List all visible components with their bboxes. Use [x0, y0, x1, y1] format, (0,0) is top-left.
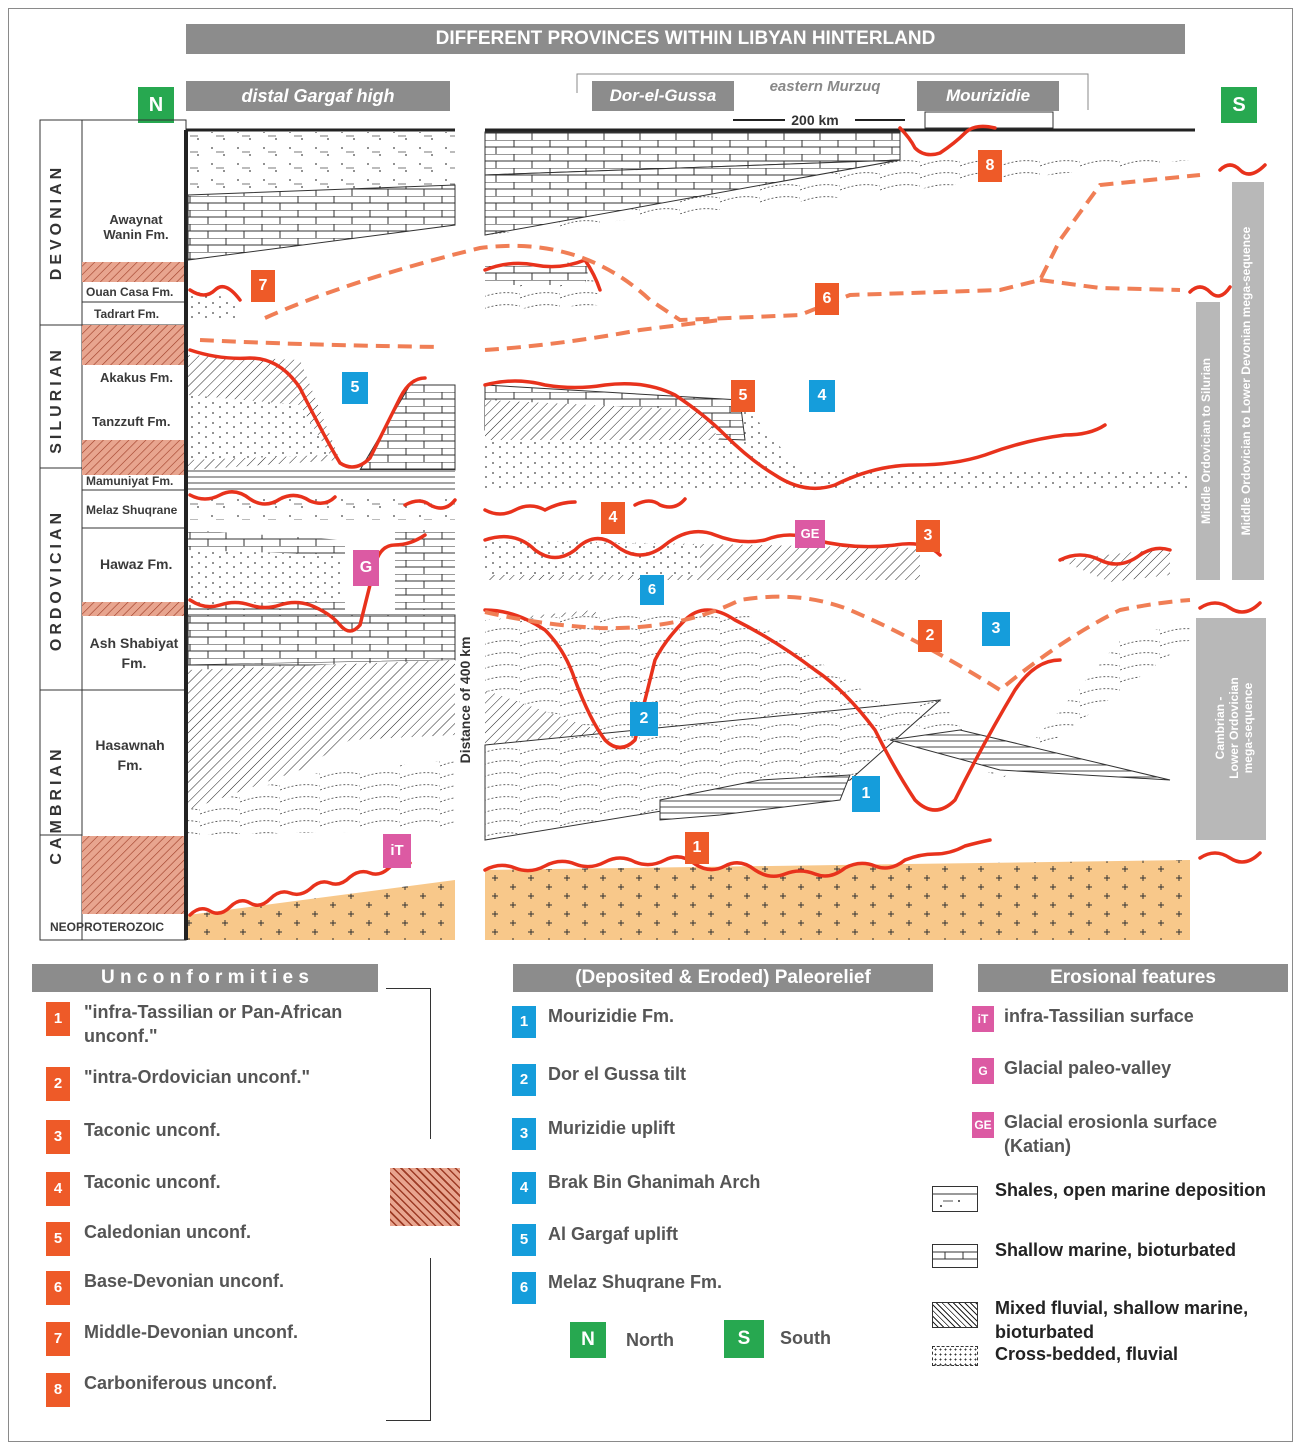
paleo-legend-badge-3: 4 — [512, 1172, 536, 1204]
legend-north-label: North — [626, 1328, 674, 1352]
legend-north-badge: N — [570, 1322, 606, 1358]
megaseq-text-c3: mega-sequence — [1241, 618, 1257, 838]
paleo-legend-label-1: Dor el Gussa tilt — [548, 1062, 908, 1086]
diagram-tag-paleo-5: 5 — [342, 372, 368, 404]
formation-mamuniyat: Mamuniyat Fm. — [86, 474, 173, 488]
formation-melaz-shuqrane: Melaz Shuqrane — [86, 503, 177, 517]
litho-swatch-shale — [932, 1186, 978, 1212]
litho-swatch-shallow — [932, 1244, 978, 1268]
litho-label-cross: Cross-bedded, fluvial — [995, 1342, 1285, 1366]
litho-label-mixed: Mixed fluvial, shallow marine, bioturbat… — [995, 1296, 1290, 1344]
paleo-legend-badge-2: 3 — [512, 1118, 536, 1150]
formation-tadrart: Tadrart Fm. — [94, 307, 159, 321]
formation-hasawnah: Hasawnah Fm. — [90, 735, 170, 775]
erosion-legend-badge-1: G — [972, 1058, 994, 1084]
paleo-legend-label-0: Mourizidie Fm. — [548, 1004, 908, 1028]
litho-swatch-mixed — [932, 1302, 978, 1328]
unconf-legend-label-5: Base-Devonian unconf. — [84, 1269, 404, 1293]
diagram-tag-it: iT — [383, 834, 411, 868]
erosion-legend-label-2: Glacial erosionla surface (Katian) — [1004, 1110, 1284, 1158]
diagram-tag-unconf-4: 4 — [601, 502, 625, 534]
diagram-tag-paleo-3: 3 — [982, 612, 1010, 646]
litho-label-shallow: Shallow marine, bioturbated — [995, 1238, 1285, 1262]
unconf-legend-badge-2: 3 — [46, 1120, 70, 1154]
paleo-legend-label-3: Brak Bin Ghanimah Arch — [548, 1170, 908, 1194]
erosion-legend-badge-2: GE — [972, 1112, 994, 1138]
diagram-tag-paleo-1: 1 — [852, 776, 880, 812]
unconf-legend-label-7: Carboniferous unconf. — [84, 1371, 404, 1395]
formation-akakus: Akakus Fm. — [100, 370, 173, 385]
paleo-legend-badge-1: 2 — [512, 1064, 536, 1096]
diagram-tag-unconf-3: 3 — [916, 520, 940, 552]
legend-south-label: South — [780, 1326, 831, 1350]
megaseq-text-b: Middle Ordovician to Silurian — [1199, 301, 1217, 581]
unconf-legend-badge-0: 1 — [46, 1002, 70, 1036]
diagram-tag-unconf-2: 2 — [918, 620, 942, 652]
diagram-tag-unconf-6: 6 — [815, 283, 839, 315]
diagram-tag-unconf-5: 5 — [731, 380, 755, 412]
unconf-legend-badge-5: 6 — [46, 1271, 70, 1305]
diagram-tag-paleo-2: 2 — [630, 702, 658, 736]
diagram-tag-paleo-4: 4 — [809, 380, 835, 412]
diagram-tag-unconf-1: 1 — [685, 832, 709, 864]
paleo-legend-badge-4: 5 — [512, 1224, 536, 1256]
unconf-legend-badge-1: 2 — [46, 1067, 70, 1101]
unconf-legend-label-6: Middle-Devonian unconf. — [84, 1320, 404, 1344]
formation-ash-shabiyat: Ash Shabiyat Fm. — [86, 633, 182, 673]
litho-swatch-cross — [932, 1346, 978, 1366]
formation-hawaz: Hawaz Fm. — [100, 556, 172, 572]
period-devonian: DEVONIAN — [48, 147, 68, 297]
paleo-legend-badge-5: 6 — [512, 1272, 536, 1304]
diagram-tag-paleo-6: 6 — [640, 575, 664, 605]
erosion-legend-label-1: Glacial paleo-valley — [1004, 1056, 1284, 1080]
unconf-legend-label-0: "infra-Tassilian or Pan-African unconf." — [84, 1000, 404, 1048]
unconf-legend-label-1: "intra-Ordovician unconf." — [84, 1065, 404, 1089]
unconf-legend-label-3: Taconic unconf. — [84, 1170, 404, 1194]
erosion-legend-badge-0: iT — [972, 1006, 994, 1032]
megaseq-text-a: Middle Ordovician to Lower Devonian mega… — [1239, 181, 1257, 581]
distance-label: Distance of 400 km — [457, 637, 473, 764]
diagram-tag-ge: GE — [795, 520, 825, 548]
erosion-legend-label-0: infra-Tassilian surface — [1004, 1004, 1284, 1028]
period-ordovician: ORDOVICIAN — [48, 495, 68, 665]
neoproterozoic-label: NEOPROTEROZOIC — [50, 920, 164, 934]
diagram-tag-g: G — [353, 550, 379, 586]
formation-tanzzuft: Tanzzuft Fm. — [92, 414, 170, 429]
litho-label-shale: Shales, open marine deposition — [995, 1178, 1285, 1202]
unconf-legend-label-4: Caledonian unconf. — [84, 1220, 404, 1244]
period-silurian: SILURIAN — [48, 335, 68, 465]
period-cambrian: CAMBRIAN — [48, 730, 68, 880]
unconf-legend-label-2: Taconic unconf. — [84, 1118, 404, 1142]
legend-erosional-title: Erosional features — [978, 964, 1288, 992]
legend-south-badge: S — [724, 1320, 764, 1358]
unconf-legend-badge-3: 4 — [46, 1172, 70, 1206]
legend-unconformities-title: U n c o n f o r m i t i e s — [32, 964, 378, 992]
formation-awaynat: Awaynat Wanin Fm. — [96, 212, 176, 242]
paleo-legend-label-4: Al Gargaf uplift — [548, 1222, 908, 1246]
unconf-legend-badge-4: 5 — [46, 1222, 70, 1256]
paleo-legend-badge-0: 1 — [512, 1006, 536, 1038]
paleo-legend-label-5: Melaz Shuqrane Fm. — [548, 1270, 908, 1294]
diagram-tag-unconf-7: 7 — [251, 270, 275, 302]
paleo-legend-label-2: Murizidie uplift — [548, 1116, 908, 1140]
formation-ouan-casa: Ouan Casa Fm. — [86, 285, 173, 299]
diagram-tag-unconf-8: 8 — [978, 150, 1002, 182]
legend-paleorelief-title: (Deposited & Eroded) Paleorelief — [513, 964, 933, 992]
unconf-legend-badge-7: 8 — [46, 1373, 70, 1407]
unconf-legend-badge-6: 7 — [46, 1322, 70, 1356]
